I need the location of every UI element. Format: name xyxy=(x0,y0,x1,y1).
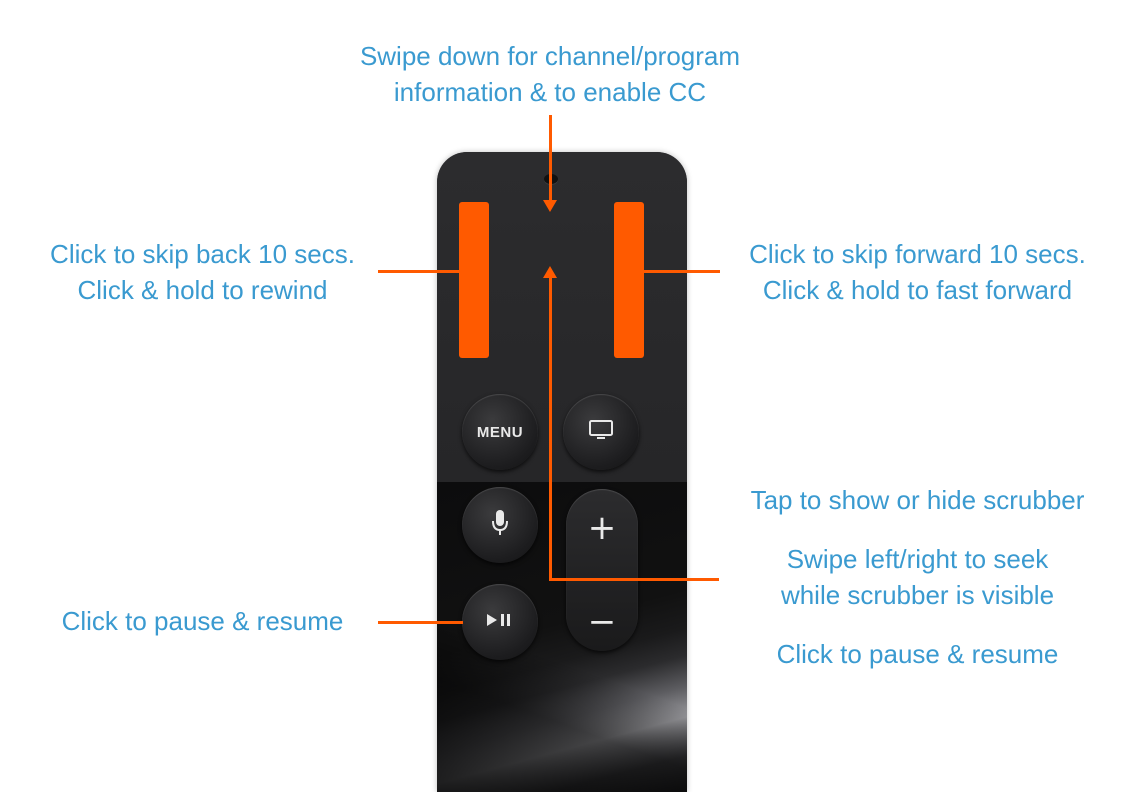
annotation-tap-scrubber: Tap to show or hide scrubber xyxy=(725,482,1110,518)
annotation-skip-back-line2: Click & hold to rewind xyxy=(77,275,328,305)
annotation-swipe-down-line1: Swipe down for channel/program xyxy=(359,41,741,71)
tv-icon xyxy=(588,419,614,446)
annotation-swipe-down: Swipe down for channel/program informati… xyxy=(310,38,790,110)
annotation-click-pause-left-text: Click to pause & resume xyxy=(61,606,344,636)
touch-surface-pointer-vertical xyxy=(549,276,552,581)
annotation-skip-forward-line1: Click to skip forward 10 secs. xyxy=(749,239,1086,269)
skip-back-zone[interactable] xyxy=(459,202,489,358)
apple-tv-remote: MENU + − xyxy=(437,152,687,792)
play-pause-icon xyxy=(485,612,515,633)
annotation-click-pause-left: Click to pause & resume xyxy=(30,603,375,639)
annotation-swipe-seek: Swipe left/right to seek while scrubber … xyxy=(725,541,1110,613)
annotation-click-pause-right-text: Click to pause & resume xyxy=(776,639,1059,669)
volume-down-button[interactable]: − xyxy=(587,602,617,642)
annotation-skip-forward: Click to skip forward 10 secs. Click & h… xyxy=(725,236,1110,308)
siri-button[interactable] xyxy=(462,487,538,563)
annotation-tap-scrubber-text: Tap to show or hide scrubber xyxy=(750,485,1085,515)
volume-rocker[interactable]: + − xyxy=(566,489,638,651)
swipe-down-arrowhead xyxy=(543,200,557,212)
microphone-icon xyxy=(490,508,510,543)
annotation-skip-forward-line2: Click & hold to fast forward xyxy=(762,275,1073,305)
annotation-skip-back: Click to skip back 10 secs. Click & hold… xyxy=(20,236,385,308)
annotation-click-pause-right: Click to pause & resume xyxy=(725,636,1110,672)
swipe-down-arrow-line xyxy=(549,115,552,205)
annotation-swipe-seek-line2: while scrubber is visible xyxy=(780,580,1055,610)
skip-back-pointer-line xyxy=(378,270,460,273)
touch-surface-pointer-horizontal xyxy=(549,578,719,581)
play-pause-button[interactable] xyxy=(462,584,538,660)
play-pause-pointer-line xyxy=(378,621,463,624)
menu-button-label: MENU xyxy=(476,423,524,441)
volume-up-button[interactable]: + xyxy=(587,508,617,548)
menu-button[interactable]: MENU xyxy=(462,394,538,470)
touch-surface-arrowhead xyxy=(543,266,557,278)
skip-forward-zone[interactable] xyxy=(614,202,644,358)
skip-forward-pointer-line xyxy=(643,270,720,273)
annotation-skip-back-line1: Click to skip back 10 secs. xyxy=(50,239,355,269)
annotation-swipe-down-line2: information & to enable CC xyxy=(393,77,707,107)
tv-button[interactable] xyxy=(563,394,639,470)
annotation-swipe-seek-line1: Swipe left/right to seek xyxy=(786,544,1049,574)
